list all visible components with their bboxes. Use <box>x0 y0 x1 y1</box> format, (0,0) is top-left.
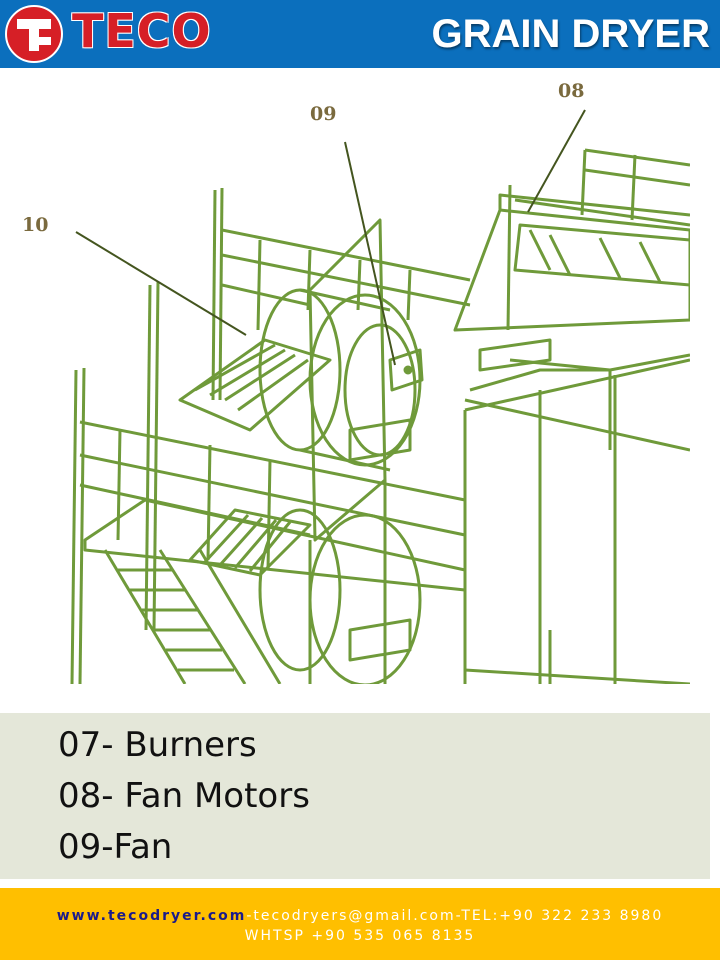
legend-item: 07- Burners <box>58 725 257 765</box>
teco-logo-icon <box>5 5 63 63</box>
brand-logo-text: TECO <box>72 4 212 58</box>
website-link[interactable]: www.tecodryer.com <box>56 908 247 924</box>
legend-item: 08- Fan Motors <box>58 776 310 816</box>
legend-panel: 07- Burners 08- Fan Motors 09-Fan <box>0 713 710 879</box>
callout-label-08: 08 <box>558 80 585 102</box>
callout-label-10: 10 <box>22 214 49 236</box>
page-title: GRAIN DRYER <box>431 12 710 56</box>
legend-item: 09-Fan <box>58 827 173 867</box>
header-bar: TECO GRAIN DRYER <box>0 0 720 68</box>
whatsapp-text: WHTSP +90 535 065 8135 <box>244 928 476 944</box>
footer-bar: www.tecodryer.com-tecodryers@gmail.com-T… <box>0 888 720 960</box>
dryer-technical-drawing <box>70 109 690 684</box>
footer-contact-line: www.tecodryer.com-tecodryers@gmail.com-T… <box>0 908 720 924</box>
email-phone-text: -tecodryers@gmail.com-TEL:+90 322 233 89… <box>246 908 664 924</box>
callout-label-09: 09 <box>310 103 337 125</box>
